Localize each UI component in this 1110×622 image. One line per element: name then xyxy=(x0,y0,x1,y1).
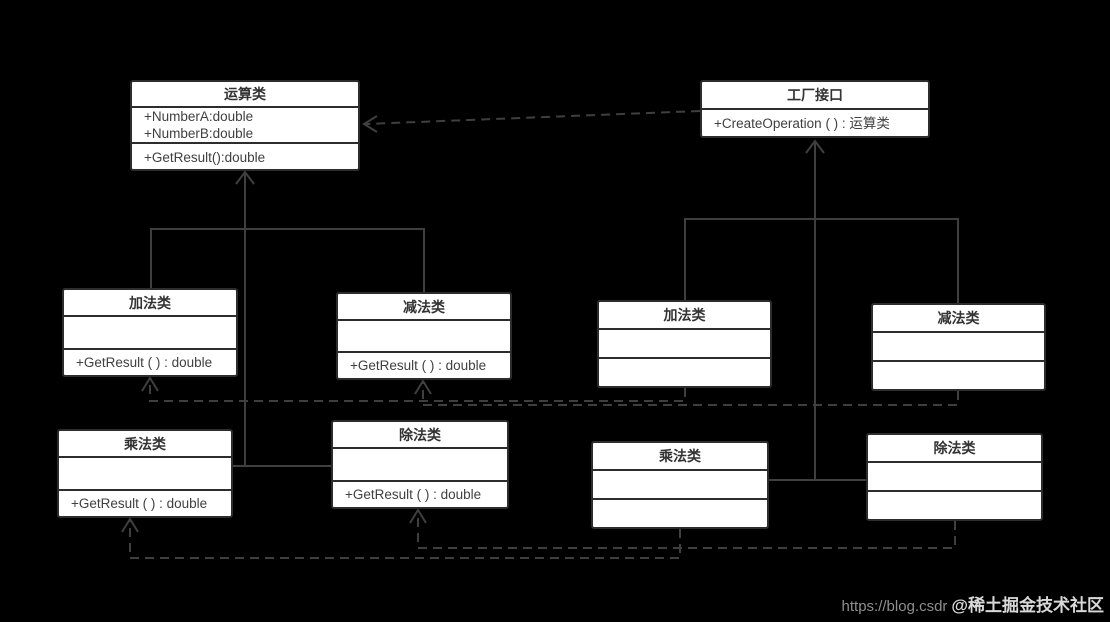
class-method: +GetResult ( ) : double xyxy=(71,496,208,511)
empty-methods-compartment xyxy=(593,498,767,527)
class-title: 除法类 xyxy=(933,440,976,456)
empty-attributes-compartment xyxy=(593,469,767,498)
empty-attributes-compartment xyxy=(599,328,770,357)
class-attribute: +NumberA:double xyxy=(144,109,254,124)
dependency-factory-to-operation xyxy=(365,110,701,125)
class-sub-factory-right: 减法类 xyxy=(871,303,1046,391)
empty-attributes-compartment xyxy=(59,456,231,489)
class-title: 除法类 xyxy=(399,426,441,443)
watermark-community-handle: @稀土掘金技术社区 xyxy=(951,596,1104,615)
inheritance-arrowhead-operation xyxy=(235,170,255,185)
dependency-subfactory-to-sub xyxy=(422,383,959,406)
dependency-dashed-group xyxy=(129,110,959,559)
inheritance-arrowhead-factory xyxy=(805,139,825,154)
watermark: https://blog.csdr @稀土掘金技术社区 xyxy=(842,591,1104,616)
empty-attributes-compartment xyxy=(64,315,236,348)
arrowhead-up-into-div xyxy=(409,508,427,524)
class-div-factory-right: 除法类 xyxy=(866,433,1043,521)
class-sub-left: 减法类 +GetResult ( ) : double xyxy=(336,292,512,380)
arrowhead-up-into-add xyxy=(141,376,159,392)
watermark-url-text: https://blog.csdr xyxy=(841,598,948,615)
empty-attributes-compartment xyxy=(333,447,507,480)
class-title: 运算类 xyxy=(224,86,266,102)
arrowhead-up-into-mul xyxy=(121,517,139,533)
dependency-mulfactory-to-mul xyxy=(129,521,681,559)
inheritance-left-group xyxy=(150,170,425,467)
class-method: +GetResult ( ) : double xyxy=(350,358,487,373)
empty-methods-compartment xyxy=(873,360,1044,389)
class-factory-interface: 工厂接口 +CreateOperation ( ) : 运算类 xyxy=(700,80,930,138)
dependency-addfactory-to-add xyxy=(149,380,686,402)
empty-methods-compartment xyxy=(868,490,1041,519)
dependency-arrowheads xyxy=(121,115,432,533)
empty-methods-compartment xyxy=(599,357,770,386)
class-title: 乘法类 xyxy=(124,435,166,452)
class-add-left: 加法类 +GetResult ( ) : double xyxy=(62,288,238,377)
class-mul-left: 乘法类 +GetResult ( ) : double xyxy=(57,429,233,518)
inheritance-bus-left xyxy=(150,228,425,292)
class-method: +GetResult():double xyxy=(144,149,266,165)
empty-attributes-compartment xyxy=(868,461,1041,490)
class-method: +GetResult ( ) : double xyxy=(76,355,213,370)
arrowhead-up-into-sub xyxy=(414,379,432,395)
class-title: 乘法类 xyxy=(659,448,701,464)
class-title: 工厂接口 xyxy=(787,87,843,103)
inheritance-bus-right xyxy=(684,218,959,303)
arrowhead-left-into-operation xyxy=(362,115,378,133)
class-method: +CreateOperation ( ) : 运算类 xyxy=(714,115,890,131)
class-operation-base: 运算类 +NumberA:double +NumberB:double +Get… xyxy=(130,80,360,171)
empty-attributes-compartment xyxy=(873,331,1044,360)
class-title: 减法类 xyxy=(403,298,445,315)
class-title: 加法类 xyxy=(129,294,171,311)
class-mul-factory-right: 乘法类 xyxy=(591,441,769,529)
class-title: 加法类 xyxy=(663,307,706,323)
class-method: +GetResult ( ) : double xyxy=(345,487,482,502)
inheritance-right-group xyxy=(684,139,959,481)
class-attribute: +NumberB:double xyxy=(144,126,254,141)
class-title: 减法类 xyxy=(937,310,980,326)
class-div-left: 除法类 +GetResult ( ) : double xyxy=(331,420,509,509)
empty-attributes-compartment xyxy=(338,319,510,351)
class-add-factory-right: 加法类 xyxy=(597,300,772,388)
